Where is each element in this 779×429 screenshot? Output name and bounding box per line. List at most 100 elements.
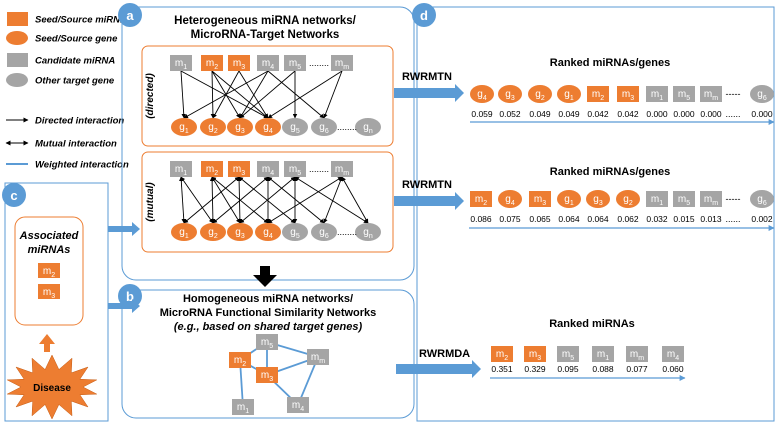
flow-arrow-mutual [394, 192, 464, 210]
gene-node-label: g1 [179, 227, 189, 240]
interaction-edge [267, 176, 325, 224]
interaction-edge [239, 70, 296, 119]
ranking-gap-dashes: ----- [726, 89, 741, 99]
mirna-node-label: m5 [289, 164, 301, 177]
mirna-node: m2 [201, 55, 223, 71]
gene-node-label: g3 [235, 122, 245, 135]
ranked-item-shape [470, 191, 492, 207]
gene-node-shape [311, 118, 337, 136]
mirna-node: m4 [257, 55, 279, 71]
ranked-item-label: m5 [678, 194, 690, 207]
gene-node-shape [171, 223, 197, 241]
ranked-item: g40.075 [498, 190, 522, 224]
legend-swatch-candidate-mirna [7, 53, 28, 67]
rankings: Ranked miRNAs/genesg40.059g30.052g20.049… [469, 57, 775, 381]
associated-mirna-label: m2 [43, 266, 55, 279]
legend-item-3: Other target gene [6, 73, 115, 87]
gene-node: gn [355, 223, 381, 241]
ranked-item-label: mm [704, 194, 718, 207]
associated-mirna-box [38, 263, 60, 278]
svg-text:a: a [126, 8, 134, 23]
mirna-node-box [284, 161, 306, 177]
interaction-edge [183, 70, 269, 119]
mirna-node-box [201, 55, 223, 71]
gene-node-label: g4 [263, 122, 273, 135]
disease-label: Disease [33, 383, 71, 394]
similarity-node-box [232, 399, 254, 415]
mirna-node: mm [331, 161, 353, 177]
gene-node-shape [311, 223, 337, 241]
ranked-item: mm0.013 [700, 191, 722, 224]
gene-node: g2 [200, 118, 226, 136]
gene-node-label: g6 [319, 122, 329, 135]
similarity-node: m5 [256, 334, 278, 350]
ranked-item-shape [646, 86, 668, 102]
ranked-item-score: 0.049 [529, 109, 551, 119]
associated-label-line1: Associated [19, 230, 79, 242]
gene-node-label: g3 [235, 227, 245, 240]
ranked-item: m50.000 [673, 86, 695, 119]
mirna-node: m5 [284, 161, 306, 177]
ranked-item-shape [491, 346, 513, 362]
mirna-node: m5 [284, 55, 306, 71]
mirna-node-label: m4 [262, 58, 274, 71]
similarity-node: m2 [229, 352, 251, 368]
panel-b-title-line3: (e.g., based on shared target genes) [174, 321, 363, 333]
ranked-item-score: 0.064 [558, 214, 580, 224]
legend-item-5: Mutual interaction [5, 139, 117, 150]
ranked-item-shape [557, 85, 581, 103]
associated-mirnas-box [14, 216, 84, 326]
gene-node-shape [227, 118, 253, 136]
similarity-node: mm [307, 349, 329, 365]
ranked-item-shape [750, 190, 774, 208]
ranked-item-score: 0.064 [587, 214, 609, 224]
ranked-item-shape [528, 85, 552, 103]
similarity-node: m1 [232, 399, 254, 415]
legend-item-4: Directed interaction [6, 116, 124, 127]
interaction-edge [341, 176, 369, 224]
legend-label: Directed interaction [35, 116, 124, 127]
mirna-node-box [284, 55, 306, 71]
ranked-item: m20.351 [491, 346, 513, 374]
flow-arrow-c-to-b [108, 299, 140, 313]
similarity-node: m3 [256, 367, 278, 383]
mirna-node-box [201, 161, 223, 177]
ranked-item: m10.000 [646, 86, 668, 119]
gene-node-shape [227, 223, 253, 241]
mirna-node: m2 [201, 161, 223, 177]
ranked-item-score: 0.049 [558, 109, 580, 119]
similarity-node-box [307, 349, 329, 365]
gene-node-label: g5 [290, 122, 300, 135]
legend-swatch-other-gene [6, 73, 28, 87]
gene-node-label: g6 [319, 227, 329, 240]
interaction-edge [267, 70, 325, 119]
interaction-edge [210, 70, 216, 119]
ranked-item-label: m5 [678, 89, 690, 102]
interaction-edge [323, 176, 343, 224]
mirna-node-box [257, 55, 279, 71]
badge-b: b [118, 284, 142, 308]
ranked-item-score: 0.075 [499, 214, 521, 224]
similarity-node-box [229, 352, 251, 368]
ranked-item-score: 0.000 [700, 109, 722, 119]
ranked-item-label: g2 [623, 194, 633, 207]
gene-node-label: g1 [179, 122, 189, 135]
interaction-edges [180, 70, 343, 119]
method-label-rwrmtn-2: RWRMTN [402, 179, 452, 191]
ranking-gap-dots: ...... [725, 109, 740, 119]
ranked-item-shape [616, 190, 640, 208]
legend-swatch-seed-gene [6, 31, 28, 45]
associated-label-line2: miRNAs [28, 244, 71, 256]
ranked-item-label: g4 [477, 89, 487, 102]
similarity-node-box [287, 397, 309, 413]
ranked-item-score: 0.329 [524, 364, 546, 374]
panel-a-title-line2: MicroRNA-Target Networks [191, 29, 340, 41]
gene-ellipsis: ........ [337, 227, 357, 237]
ranked-item-shape [470, 85, 494, 103]
mirna-node-box [170, 55, 192, 71]
mirna-node-box [228, 161, 250, 177]
ranked-item-score: 0.095 [557, 364, 579, 374]
ranked-item-score: 0.042 [617, 109, 639, 119]
mirna-node-box [228, 55, 250, 71]
gene-node: g1 [171, 223, 197, 241]
